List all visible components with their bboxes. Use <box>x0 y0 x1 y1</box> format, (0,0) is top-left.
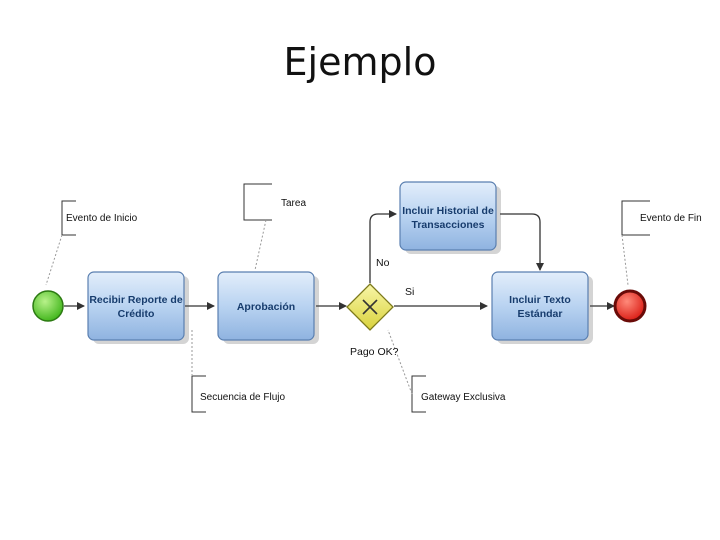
flow-label-si: Si <box>405 286 414 298</box>
sequence-flows <box>64 210 615 310</box>
annotation-tarea-label: Tarea <box>281 198 306 209</box>
annotation-evento-fin-label: Evento de Fin <box>640 213 702 224</box>
task-incluir-texto: Incluir Texto Estándar <box>491 271 593 344</box>
task-aprobacion: Aprobación <box>217 271 319 344</box>
annotation-tarea: Tarea <box>243 183 306 271</box>
annotation-secuencia-label: Secuencia de Flujo <box>200 392 285 403</box>
task-texto-label-2: Estándar <box>518 308 563 320</box>
annotation-evento-inicio: Evento de Inicio <box>45 200 138 286</box>
task-historial-label-2: Transacciones <box>412 219 485 231</box>
task-historial-label-1: Incluir Historial de <box>402 205 494 217</box>
task-recibir-reporte: Recibir Reporte de Crédito <box>87 271 189 344</box>
annotation-gateway-label: Gateway Exclusiva <box>421 392 506 403</box>
task-texto-label-1: Incluir Texto <box>509 294 571 306</box>
end-event <box>613 289 647 323</box>
annotation-secuencia: Secuencia de Flujo <box>191 330 285 413</box>
task-recibir-label-1: Recibir Reporte de <box>89 294 183 306</box>
flow-gateway-no <box>369 210 397 283</box>
annotation-gateway: Gateway Exclusiva <box>387 329 506 413</box>
annotation-evento-inicio-label: Evento de Inicio <box>66 213 138 224</box>
page-title: Ejemplo <box>283 40 437 84</box>
annotation-evento-fin: Evento de Fin <box>621 200 702 286</box>
start-event <box>32 290 64 322</box>
gateway-question-label: Pago OK? <box>350 346 399 358</box>
exclusive-gateway <box>346 283 394 331</box>
task-incluir-historial: Incluir Historial de Transacciones <box>399 181 501 254</box>
flow-historial-to-texto <box>500 213 544 271</box>
flow-label-no: No <box>376 257 390 269</box>
task-recibir-label-2: Crédito <box>118 308 155 320</box>
task-aprobacion-label: Aprobación <box>237 301 295 313</box>
